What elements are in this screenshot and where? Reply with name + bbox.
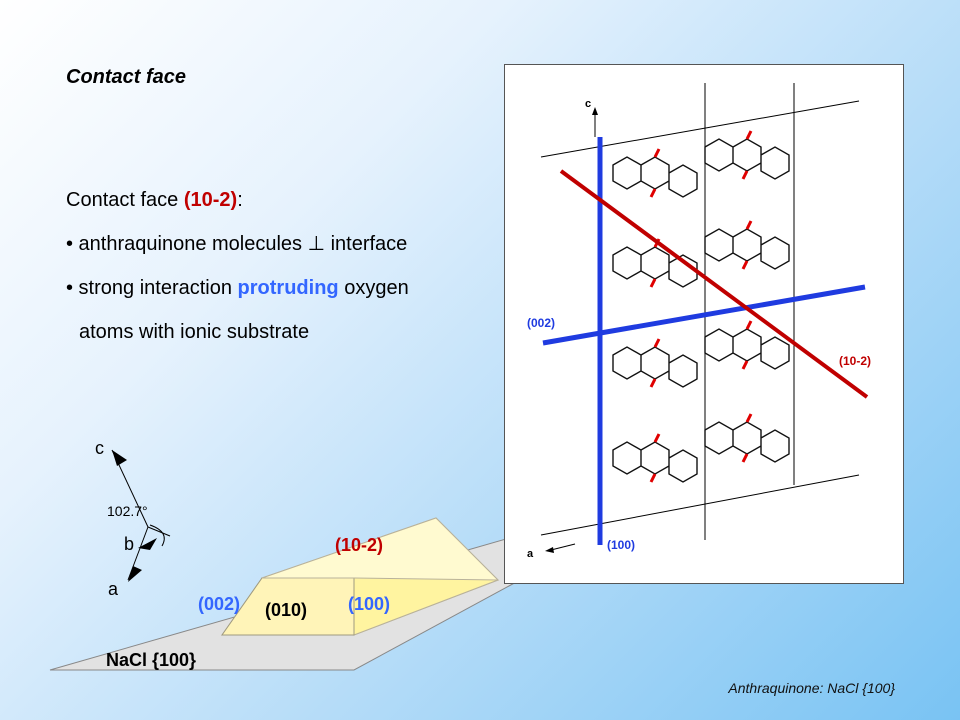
bullet1-prefix: • anthraquinone molecules <box>66 233 308 255</box>
bullet1-suffix: interface <box>325 233 408 255</box>
perpendicular-symbol: ⊥ <box>307 233 326 255</box>
angle-label: 102.7° <box>107 503 148 519</box>
bullet-interaction-continued: atoms with ionic substrate <box>79 321 310 343</box>
plane-10-2-line <box>559 169 869 399</box>
axis-c-arrow <box>112 450 127 466</box>
panel-label-100: (100) <box>607 538 635 552</box>
face-label-010: (010) <box>265 600 307 620</box>
angle-arc <box>149 524 165 547</box>
structure-svg: c a (002) (10-2) (100) <box>527 83 871 560</box>
panel-label-10-2: (10-2) <box>839 354 871 368</box>
axis-c-label: c <box>95 438 104 458</box>
face-label-100: (100) <box>348 594 390 614</box>
oxygen-atoms <box>649 130 753 483</box>
heading-suffix: : <box>237 189 243 211</box>
panel-axis-c-arrow <box>592 107 598 115</box>
anthraquinone-molecules <box>612 138 790 483</box>
axis-b-label: b <box>124 534 134 554</box>
description-text: Contact face (10-2): • anthraquinone mol… <box>66 183 409 359</box>
bullet-interaction: • strong interaction protruding oxygen <box>66 271 409 315</box>
face-label-002: (002) <box>198 594 240 614</box>
axis-b-line <box>147 526 171 537</box>
substrate-label: NaCl {100} <box>106 650 196 670</box>
heading-prefix: Contact face <box>66 189 184 211</box>
bullet2-suffix: oxygen <box>338 277 409 299</box>
panel-axis-c-label: c <box>585 98 591 110</box>
contact-face-heading: Contact face (10-2): <box>66 183 409 227</box>
crystal-svg: c 102.7° b a (10-2) (002) (010) (100) Na… <box>49 438 520 671</box>
axis-a-arrow <box>128 566 142 582</box>
slide-title: Contact face <box>66 66 187 88</box>
cell-top-line <box>540 100 860 158</box>
face-top-highlight <box>261 517 500 581</box>
crystal-structure-panel: c a (002) (10-2) (100) <box>504 64 904 584</box>
panel-axis-a-label: a <box>527 548 534 560</box>
crystal-morphology-diagram: c 102.7° b a (10-2) (002) (010) (100) Na… <box>0 420 520 720</box>
bullet2-prefix: • strong interaction <box>66 277 238 299</box>
panel-axis-a-arrow <box>545 547 554 553</box>
axis-b-arrow <box>138 538 157 550</box>
figure-caption: Anthraquinone: NaCl {100} <box>728 680 895 696</box>
face-label-10-2: (10-2) <box>335 535 383 555</box>
heading-face-label: (10-2) <box>183 189 238 211</box>
axis-a-label: a <box>108 579 119 599</box>
panel-label-002: (002) <box>527 316 555 330</box>
bullet-perpendicular: • anthraquinone molecules ⊥ interface <box>66 227 409 271</box>
axis-a-line <box>127 526 149 581</box>
protruding-highlight: protruding <box>237 277 339 299</box>
cell-bottom-line <box>540 474 860 536</box>
plane-002-line <box>542 284 866 346</box>
